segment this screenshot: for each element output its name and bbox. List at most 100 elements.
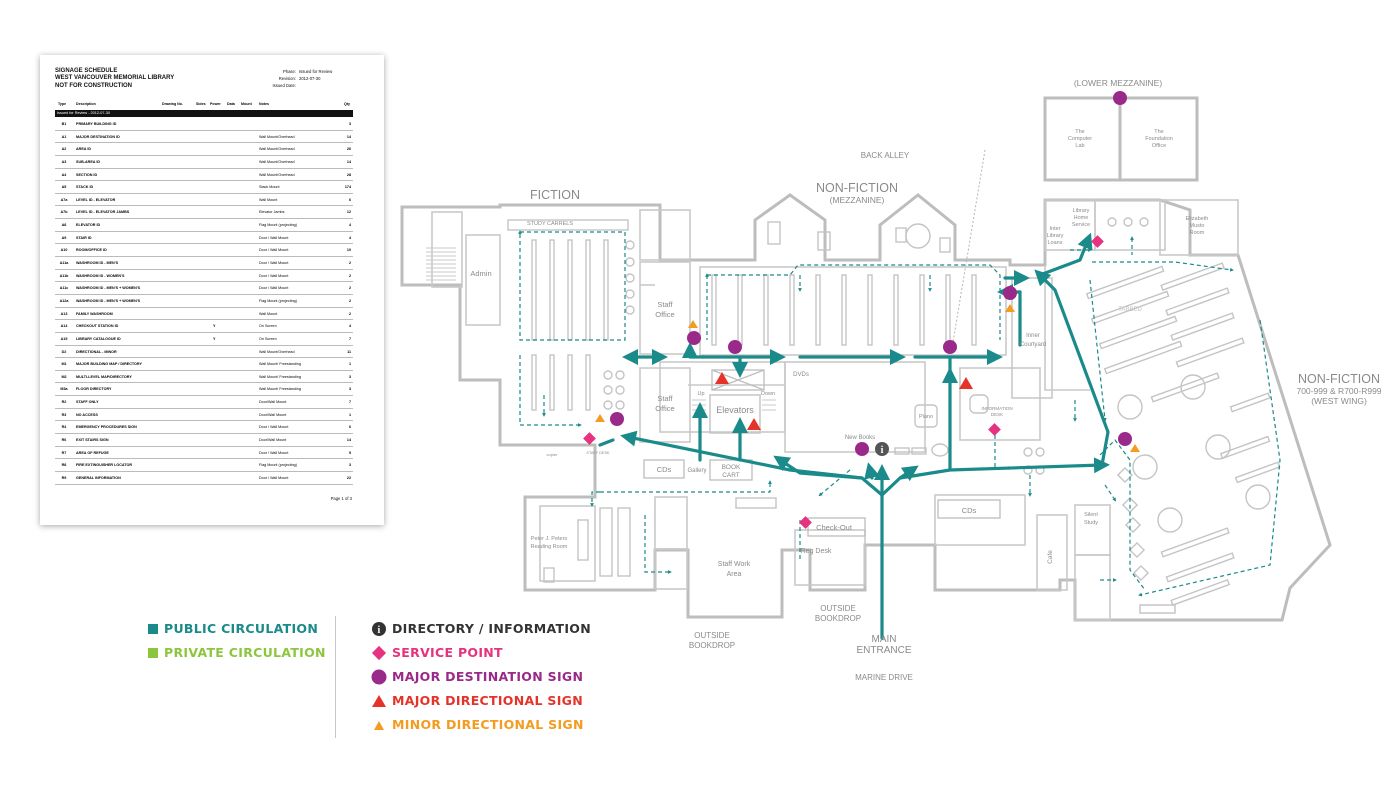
cell-qty: 6 [348,197,351,202]
plan-labels: FICTION NON-FICTION (MEZZANINE) (LOWER M… [470,78,1381,682]
cell-type: A15 [60,336,68,341]
major-destination-marker [1003,286,1017,300]
cell-notes: Elevator Jambs [259,210,285,215]
cell-desc: WASHROOM ID - WOMEN'S [76,273,125,278]
service-point-marker [1091,235,1104,248]
room-reg-desk: Reg Desk [801,548,832,555]
cell-type: A2 [61,147,67,152]
west-wing-shelves [1085,217,1281,606]
legend-divider [335,616,336,738]
cell-notes: Wall Mount [259,311,278,316]
room-ill-3: Loans [1048,240,1063,246]
cell-type: R7 [61,450,67,455]
cell-desc: STACK ID [76,185,94,190]
cell-desc: AREA ID [76,147,92,152]
cell-desc: SUB-AREA ID [76,159,101,164]
room-lhs-3: Service [1072,222,1090,228]
minor-directional-marker [595,414,605,422]
cell-qty: 10 [346,248,351,253]
room-foundation-1: The [1154,129,1163,135]
cell-qty: 14 [346,438,351,443]
major-destination-marker [855,442,869,456]
doc-title: SIGNAGE SCHEDULE [55,68,118,74]
cell-desc: WASHROOM ID - MEN'S + WOMEN'S [76,286,141,291]
cell-type: A1 [61,134,67,139]
misc-furniture [543,394,1045,583]
cell-type: A11c [59,286,69,291]
cell-desc: FIRE EXTINGUISHER LOCATOR [76,463,132,468]
cell-type: A7a [60,197,68,202]
room-elizabeth-3: Room [1190,230,1205,236]
room-cds-1: CDs [657,465,672,474]
room-down: Down [761,391,775,397]
cell-qty: 12 [346,210,351,215]
room-inner-2: Courtyard [1020,342,1046,348]
legend-private-swatch [148,645,164,661]
room-lhs-1: Library [1073,208,1090,214]
zone-nonfiction-mezz: NON-FICTION [816,181,898,195]
meta-revision-label: Revision: [278,76,296,81]
room-book-cart-2: CART [722,472,740,479]
room-elizabeth-1: Elizabeth [1186,216,1209,222]
zone-nonfiction-west: NON-FICTION [1298,372,1380,386]
cell-notes: Flag Mount (projecting) [259,298,297,303]
cell-desc: STAFF ONLY [76,400,99,405]
room-staff-office-1b: Office [655,310,674,319]
doc-subtitle: WEST VANCOUVER MEMORIAL LIBRARY [55,75,175,81]
cell-type: R8 [61,463,67,468]
room-check-out: Check-Out [816,523,853,532]
cell-notes: Wall Mount/Overhead [259,349,295,354]
cell-notes: Door / Wall Mount [259,425,289,430]
interior-walls [431,199,1239,621]
room-peter-2: Reading Room [531,544,568,550]
cell-desc: MAJOR BUILDING MAP / DIRECTORY [76,362,142,367]
cell-notes: Stack Mount [259,185,280,190]
room-computer-2: Computer [1068,136,1092,142]
cell-qty: 3 [348,122,351,126]
cell-desc: FAMILY WASHROOM [76,311,113,316]
zone-nonfiction-west-sub: (WEST WING) [1311,396,1367,406]
main-entrance-1: MAIN [872,634,897,645]
cell-tbd: Y [213,324,216,329]
room-gallery: Gallery [687,468,706,474]
signage-schedule-document[interactable]: SIGNAGE SCHEDULE WEST VANCOUVER MEMORIAL… [40,55,384,525]
street-back-alley: BACK ALLEY [861,151,910,160]
cell-type: R2 [61,400,67,405]
cell-desc: ELEVATOR ID [76,223,101,228]
cell-notes: Wall Mount/Overhead [259,147,295,152]
meta-issued-label: Issued Date: [272,83,296,88]
cell-qty: 26 [346,147,351,152]
svg-text:i: i [377,625,380,636]
minor-directional-marker [1005,304,1015,312]
room-admin: Admin [470,269,491,278]
major-destination-marker [943,340,957,354]
room-elizabeth-2: Musto [1190,223,1205,229]
svg-text:i: i [881,445,884,456]
meta-phase-value: Issued for Review [299,69,333,74]
cell-notes: Wall Mount/Overhead [259,159,295,164]
legend-major-directional-label: MAJOR DIRECTIONAL SIGN [392,693,583,708]
major-destination-marker [687,331,701,345]
cell-type: A8 [61,223,67,228]
major-directional-marker [715,372,729,384]
fiction-shelves [507,219,635,411]
cell-type: B1 [61,122,67,126]
room-cafe: Cafe [1047,550,1054,564]
col-mount: Mount [241,102,252,106]
legend-public-label: PUBLIC CIRCULATION [164,621,319,636]
meta-revision-value: 2012-07-30 [299,76,321,81]
major-destination-marker [728,340,742,354]
room-study-carrels: STUDY CARRELS [527,221,573,227]
zone-lower-mezz: (LOWER MEZZANINE) [1074,78,1162,88]
stair-hatch [426,247,776,411]
